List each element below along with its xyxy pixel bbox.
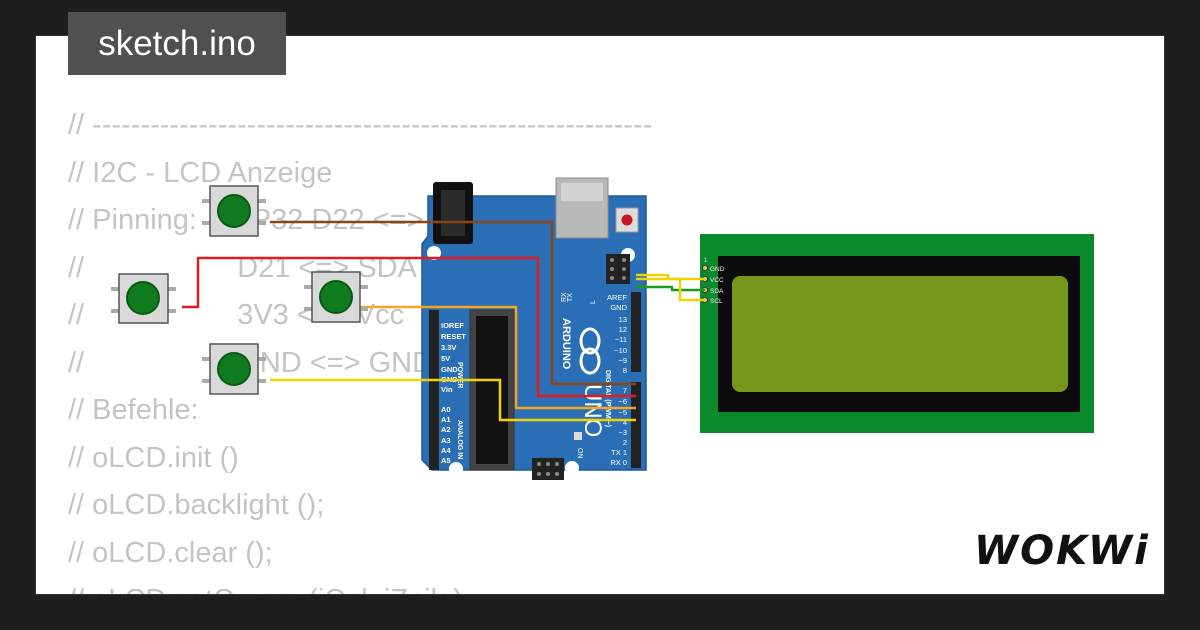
pushbutton-cap[interactable] bbox=[319, 280, 353, 314]
pin-label: 12 bbox=[619, 325, 627, 334]
pin-label: 5V bbox=[441, 354, 450, 363]
rx-led-label: RX bbox=[561, 292, 568, 302]
atmega-chip bbox=[469, 309, 515, 471]
wire-orange[interactable] bbox=[360, 305, 636, 410]
pushbutton-3[interactable] bbox=[304, 271, 368, 323]
on-led bbox=[574, 432, 582, 440]
pin-label: AREF bbox=[607, 293, 627, 302]
pin-label: GND bbox=[610, 303, 627, 312]
wire-yellow-button[interactable] bbox=[270, 378, 636, 422]
code-background: // -------------------------------------… bbox=[68, 102, 652, 594]
lcd-pin-label-sda: SDA bbox=[710, 288, 724, 295]
code-line: // -------------------------------------… bbox=[68, 109, 653, 141]
pin-label: 13 bbox=[619, 315, 627, 324]
code-line: // I2C - LCD Anzeige bbox=[68, 156, 333, 189]
pushbutton-2[interactable] bbox=[111, 273, 176, 324]
pin-label: RX 0 bbox=[610, 458, 627, 467]
code-line: // oLCD.clear (); bbox=[68, 536, 273, 569]
wire-red[interactable] bbox=[182, 256, 636, 398]
analog-section-label: ANALOG IN bbox=[456, 420, 463, 459]
file-tab[interactable]: sketch.ino bbox=[68, 12, 286, 75]
wire-yellow-vcc[interactable] bbox=[636, 273, 705, 281]
lcd-pin-label-gnd: GND bbox=[710, 266, 725, 273]
power-section-label: POWER bbox=[456, 362, 463, 388]
pin-label: ~11 bbox=[615, 335, 627, 344]
wire-yellow-scl[interactable] bbox=[636, 277, 705, 302]
wire-brown[interactable] bbox=[270, 220, 636, 386]
icsp-header-bottom bbox=[532, 458, 564, 480]
wires bbox=[182, 220, 705, 422]
pin-label: ~10 bbox=[614, 346, 627, 355]
digital-header-bottom bbox=[631, 382, 641, 468]
digital-header-labels-top: AREF GND 13 12 ~11 ~10 ~9 8 bbox=[607, 293, 628, 375]
pin-label: 8 bbox=[623, 366, 627, 375]
pin-label: RESET bbox=[441, 332, 466, 341]
wire-green-sda[interactable] bbox=[636, 285, 705, 292]
pushbutton-cap[interactable] bbox=[126, 281, 160, 315]
digital-header-labels-bottom: 7 ~6 ~5 4 ~3 2 TX 1 RX 0 bbox=[610, 386, 627, 467]
pin-label: A5 bbox=[441, 456, 451, 465]
arduino-brand-text: ARDUINO bbox=[560, 318, 572, 370]
on-led-label: ON bbox=[576, 448, 583, 459]
lcd-pin-label-vcc: VCC bbox=[710, 277, 724, 284]
lcd-pin-number: 1 bbox=[704, 258, 708, 264]
pin-label: Vin bbox=[441, 385, 453, 394]
reset-button-cap[interactable] bbox=[621, 214, 633, 226]
digital-section-label: DIGITAL (PWM ~) bbox=[604, 370, 611, 427]
code-line: // oLCD.backlight (); bbox=[68, 489, 325, 521]
tx-led-label: TX bbox=[567, 293, 574, 302]
power-analog-header bbox=[429, 310, 439, 470]
arduino-uno-board[interactable]: TX RX L ARDUINO UNO ON IOREF RESET 3.3V … bbox=[421, 177, 647, 480]
lcd-pin-label-scl: SCL bbox=[710, 298, 723, 305]
pin-label: 3.3V bbox=[441, 343, 456, 352]
digital-header-top bbox=[631, 292, 641, 372]
pin-label: ~5 bbox=[618, 408, 627, 417]
pin-label: 2 bbox=[623, 438, 627, 447]
code-line: // oLCD.init () bbox=[68, 441, 239, 474]
lcd-module[interactable]: 1 GND VCC SDA SCL bbox=[700, 234, 1094, 433]
pin-label: ~9 bbox=[618, 356, 627, 365]
pin-label: A3 bbox=[441, 436, 451, 445]
pin-label: 4 bbox=[623, 418, 627, 427]
pin-label: A1 bbox=[441, 415, 451, 424]
lcd-pin bbox=[702, 264, 709, 271]
pushbutton-cap[interactable] bbox=[217, 194, 251, 228]
lcd-screen bbox=[732, 276, 1068, 392]
icsp-header-top bbox=[606, 254, 630, 284]
pin-label: 7 bbox=[623, 386, 627, 395]
pin-label: A2 bbox=[441, 425, 451, 434]
mounting-hole bbox=[427, 246, 441, 260]
pin-label: ~3 bbox=[618, 428, 627, 437]
pin-label: GND bbox=[441, 365, 458, 374]
arduino-logo-icon bbox=[579, 327, 601, 375]
pin-label: TX 1 bbox=[611, 448, 627, 457]
analog-header-labels: A0 A1 A2 A3 A4 A5 bbox=[441, 405, 451, 465]
usb-connector-top bbox=[561, 183, 603, 201]
pin-label: A4 bbox=[441, 446, 451, 455]
pushbutton-1[interactable] bbox=[202, 185, 266, 237]
code-line: // oLCD.setCursor (iCol, iZeile); bbox=[68, 577, 652, 594]
mounting-hole bbox=[449, 462, 463, 476]
power-jack-inner bbox=[441, 190, 465, 236]
pin-label: IOREF bbox=[441, 321, 464, 330]
pushbutton-cap[interactable] bbox=[217, 352, 251, 386]
pin-label: A0 bbox=[441, 405, 451, 414]
mounting-hole bbox=[565, 461, 579, 475]
pushbutton-4[interactable] bbox=[202, 343, 266, 395]
code-line: // GND <=> GND bbox=[68, 346, 434, 379]
wokwi-logo: WOKWi bbox=[974, 528, 1150, 574]
l-led-label: L bbox=[590, 300, 597, 304]
pin-label: ~6 bbox=[618, 397, 627, 406]
code-line: // Befehle: bbox=[68, 394, 199, 426]
arduino-model-text: UNO bbox=[579, 384, 606, 437]
